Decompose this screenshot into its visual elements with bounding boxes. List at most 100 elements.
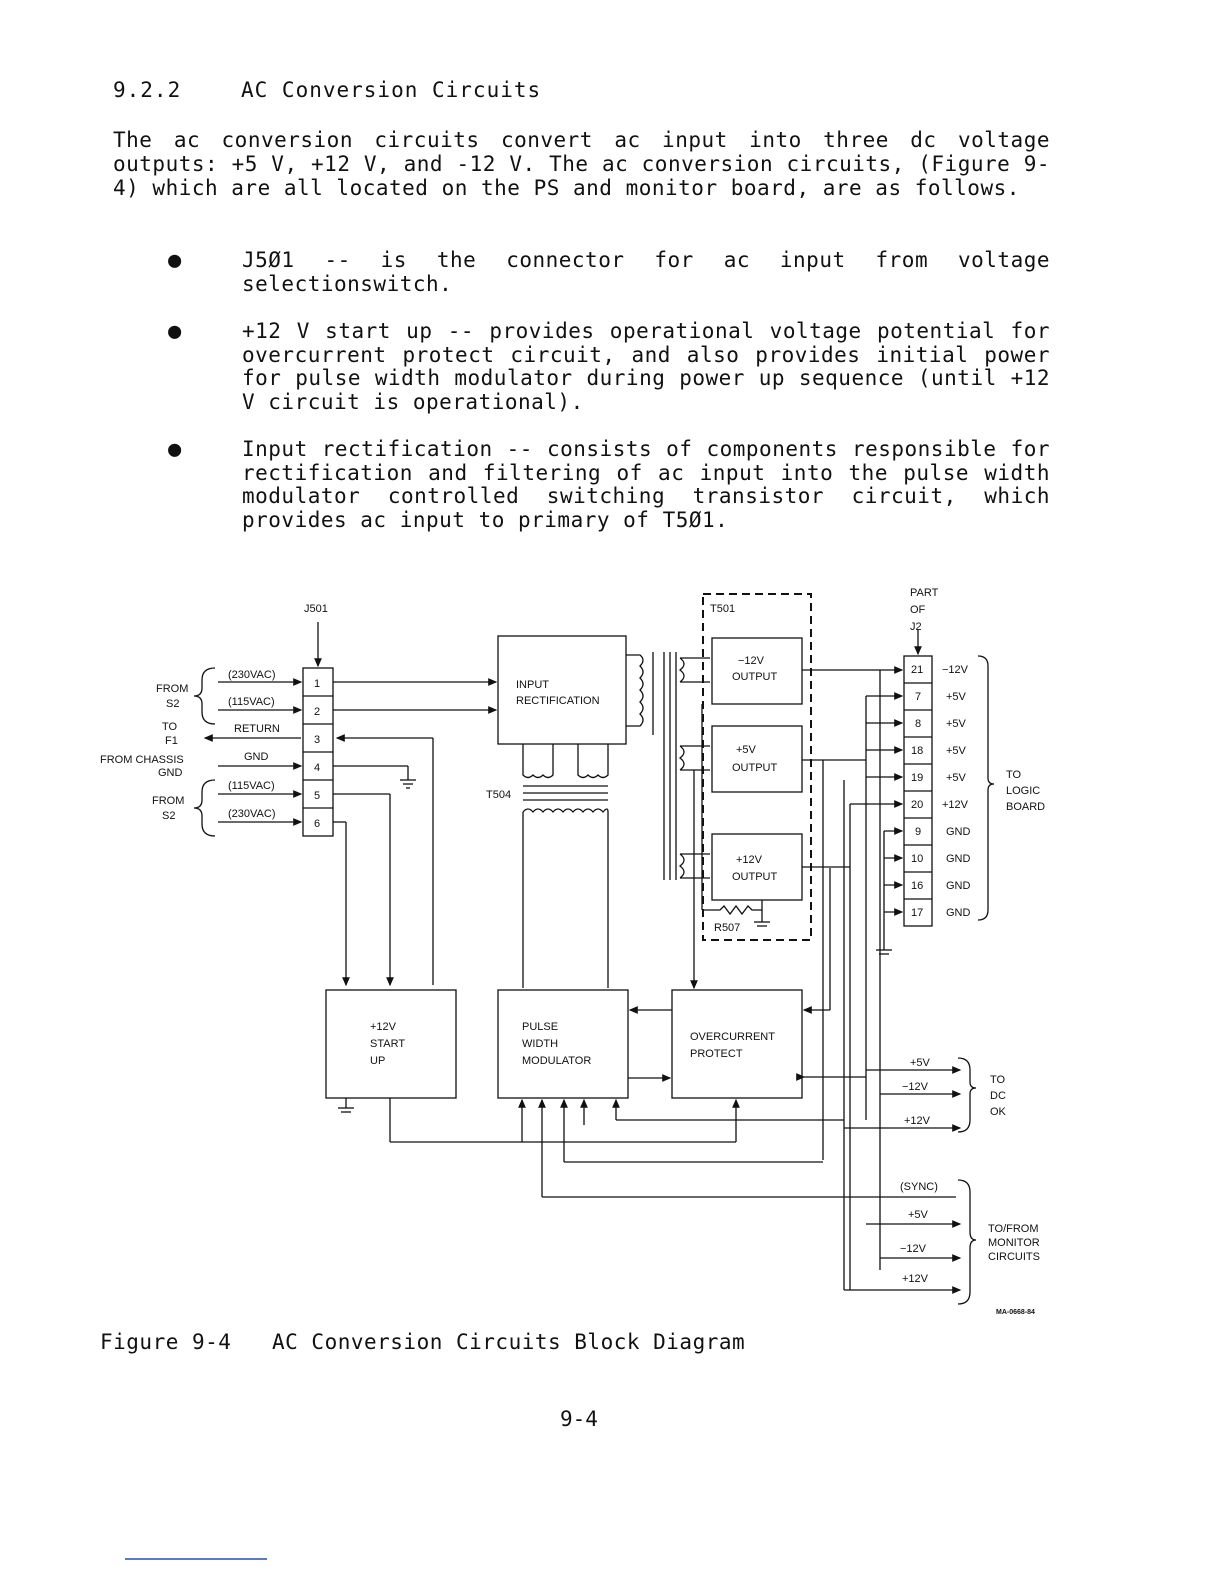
out-label: OUTPUT <box>732 762 778 774</box>
intro-paragraph: The ac conversion circuits convert ac in… <box>113 128 1050 200</box>
pwm-label: WIDTH <box>522 1038 558 1050</box>
figure-title: AC Conversion Circuits Block Diagram <box>272 1330 746 1354</box>
bullet-item: ● J5Ø1 -- is the connector for ac input … <box>168 248 1050 296</box>
j2-signal: +5V <box>946 691 967 703</box>
to-monitor-label: MONITOR <box>988 1237 1040 1249</box>
return-label: RETURN <box>234 723 280 735</box>
j2-signal: +12V <box>942 799 969 811</box>
out-p5-label: +5V <box>736 744 757 756</box>
section-number: 9.2.2 <box>113 78 182 102</box>
ocp-label: OVERCURRENT <box>690 1031 775 1043</box>
ocp-label: PROTECT <box>690 1048 743 1060</box>
j2-pin: 16 <box>911 880 923 892</box>
to-label: TO <box>162 721 178 733</box>
out-m12-label: −12V <box>738 655 765 667</box>
j2-pin: 10 <box>911 853 923 865</box>
drawing-id: MA-0668-84 <box>996 1309 1035 1316</box>
from-s2-label-top: FROM <box>156 683 188 695</box>
j2-pin: 20 <box>911 799 923 811</box>
gnd-label: GND <box>244 751 269 763</box>
monitor-signal: +12V <box>902 1273 929 1285</box>
out-label: OUTPUT <box>732 671 778 683</box>
j501-pin: 5 <box>314 790 320 802</box>
j2-signal: GND <box>946 826 971 838</box>
input-rect-label-2: RECTIFICATION <box>516 695 600 707</box>
minus12v-output-block <box>711 637 803 705</box>
j501-pin: 4 <box>314 762 320 774</box>
j2-signal: GND <box>946 880 971 892</box>
to-logic-label: BOARD <box>1006 801 1045 813</box>
overcurrent-block <box>671 989 803 1099</box>
s2-label-bottom: S2 <box>162 810 175 822</box>
j2-signal: GND <box>946 853 971 865</box>
start-up-label: +12V <box>370 1021 397 1033</box>
bullet-item: ● Input rectification -- consists of com… <box>168 437 1050 532</box>
bullet-text: J5Ø1 -- is the connector for ac input fr… <box>242 248 1050 296</box>
j2-signal: GND <box>946 907 971 919</box>
ac115-label-top: (115VAC) <box>228 696 275 708</box>
dcok-signal: −12V <box>902 1081 929 1093</box>
j501-pin: 3 <box>314 734 320 746</box>
page-number: 9-4 <box>560 1407 598 1431</box>
start-up-block <box>325 989 457 1099</box>
start-up-label: UP <box>370 1055 385 1067</box>
j2-pin: 19 <box>911 772 923 784</box>
dcok-signal: +5V <box>910 1057 931 1069</box>
to-dcok-label: OK <box>990 1106 1007 1118</box>
section-heading: 9.2.2 AC Conversion Circuits <box>113 78 541 102</box>
from-s2-label-bottom: FROM <box>152 795 184 807</box>
ac115-label-bottom: (115VAC) <box>228 780 275 792</box>
bullet-item: ● +12 V start up -- provides operational… <box>168 319 1050 414</box>
start-up-label: START <box>370 1038 405 1050</box>
to-monitor-label: TO/FROM <box>988 1223 1039 1235</box>
j501-pin: 2 <box>314 706 320 718</box>
part-of-label: PART <box>910 587 939 599</box>
j2-label: J2 <box>910 621 922 633</box>
out-label: OUTPUT <box>732 871 778 883</box>
bullet-dot: ● <box>168 248 182 273</box>
f1-label: F1 <box>165 735 178 747</box>
t501-dashed-box <box>702 593 812 941</box>
j2-signal: +5V <box>946 772 967 784</box>
j2-signal: +5V <box>946 718 967 730</box>
to-logic-label: TO <box>1006 769 1022 781</box>
t501-label: T501 <box>710 603 735 615</box>
from-chassis-label: FROM CHASSIS <box>100 754 184 766</box>
t504-label: T504 <box>486 789 511 801</box>
pwm-label: PULSE <box>522 1021 558 1033</box>
pwm-block <box>497 989 629 1099</box>
of-label: OF <box>910 604 926 616</box>
monitor-signal: +5V <box>908 1209 929 1221</box>
to-logic-label: LOGIC <box>1006 785 1040 797</box>
to-monitor-label: CIRCUITS <box>988 1251 1040 1263</box>
sync-label: (SYNC) <box>900 1181 938 1193</box>
j2-pin: 9 <box>915 826 921 838</box>
j2-signal: +5V <box>946 745 967 757</box>
block-diagram-svg: J501 FROM S2 (230VAC) (115VAC) TO F1 RET… <box>100 587 1045 1316</box>
j2-signal: −12V <box>942 664 969 676</box>
j501-label: J501 <box>304 603 328 615</box>
section-title: AC Conversion Circuits <box>241 78 542 102</box>
j2-pin: 7 <box>915 691 921 703</box>
input-rect-label-1: INPUT <box>516 679 549 691</box>
bullet-dot: ● <box>168 437 182 462</box>
figure-number: Figure 9-4 <box>100 1330 232 1354</box>
input-rectification-block <box>497 635 627 745</box>
j2-pin: 21 <box>911 664 923 676</box>
j2-pin: 17 <box>911 907 923 919</box>
plus5v-output-block <box>711 725 803 793</box>
plus12v-output-block <box>711 833 803 901</box>
j2-pin: 18 <box>911 745 923 757</box>
r507-label: R507 <box>714 922 740 934</box>
block-diagram: J501 FROM S2 (230VAC) (115VAC) TO F1 RET… <box>90 580 1070 1320</box>
figure-caption: Figure 9-4 AC Conversion Circuits Block D… <box>100 1330 745 1354</box>
bullet-text: Input rectification -- consists of compo… <box>242 437 1050 532</box>
monitor-signal: −12V <box>900 1243 927 1255</box>
ac230-label-top: (230VAC) <box>228 669 275 681</box>
ac230-label-bottom: (230VAC) <box>228 808 275 820</box>
out-p12-label: +12V <box>736 854 763 866</box>
j2-pin: 8 <box>915 718 921 730</box>
j501-pin: 6 <box>314 818 320 830</box>
s2-label-top: S2 <box>166 698 179 710</box>
bullet-dot: ● <box>168 319 182 344</box>
